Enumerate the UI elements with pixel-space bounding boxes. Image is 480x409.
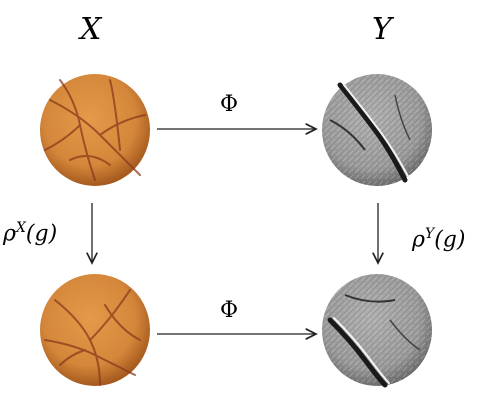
space-y-label: Y xyxy=(372,12,392,47)
rho-x-arg: (g) xyxy=(25,221,58,247)
map-label-top: Φ xyxy=(220,92,239,117)
fundus-image-top-left xyxy=(40,74,150,186)
rho-y-label: ρY(g) xyxy=(412,226,465,252)
filtered-image-top-right xyxy=(322,74,432,186)
rho-x-label: ρX(g) xyxy=(3,220,57,246)
fundus-image-bottom-left xyxy=(40,274,150,386)
rho-y-arg: (g) xyxy=(434,227,466,253)
rho-y-base: ρ xyxy=(412,227,425,253)
filtered-image-bottom-right xyxy=(322,274,432,388)
rho-y-sup: Y xyxy=(424,226,435,242)
rho-x-sup: X xyxy=(15,220,26,236)
map-label-bottom: Φ xyxy=(220,298,239,323)
space-x-label: X xyxy=(80,12,102,47)
rho-x-base: ρ xyxy=(3,221,16,247)
